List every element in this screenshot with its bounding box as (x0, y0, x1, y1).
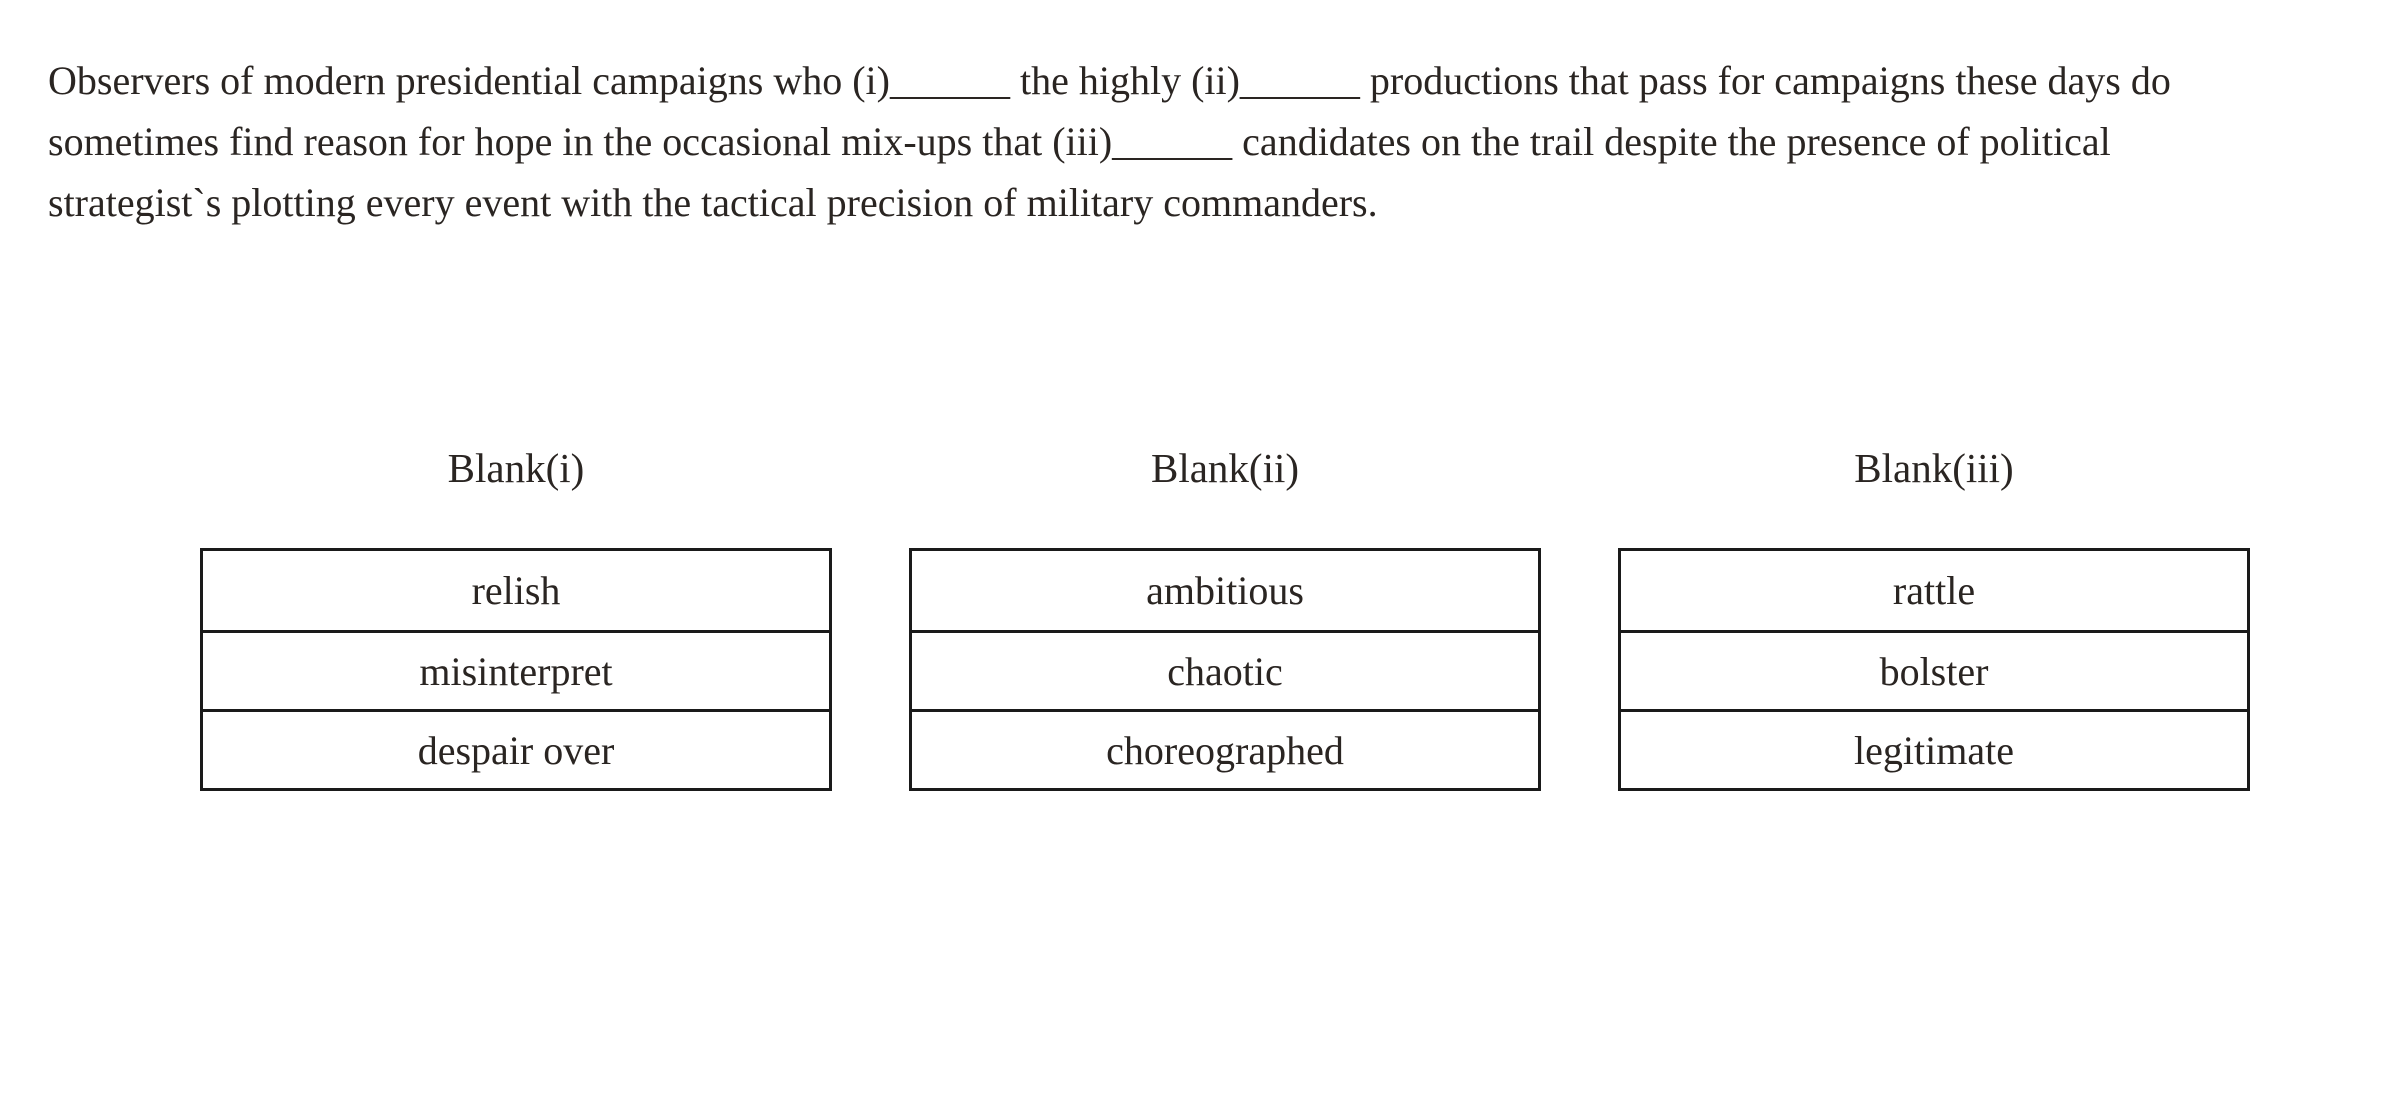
passage-line: Observers of modern presidential campaig… (48, 58, 2171, 103)
blank-column-ii: Blank(ii) ambitious chaotic choreographe… (909, 444, 1541, 791)
passage-line: strategist`s plotting every event with t… (48, 180, 1378, 225)
blank-iii-option-3[interactable]: legitimate (1621, 709, 2247, 788)
blank-i-option-2[interactable]: misinterpret (203, 630, 829, 709)
blank-ii-option-1[interactable]: ambitious (1146, 568, 1304, 613)
blank-ii-option-2[interactable]: chaotic (912, 630, 1538, 709)
blank-i-options-table: relish misinterpret despair over (200, 548, 832, 791)
answer-columns: Blank(i) relish misinterpret despair ove… (0, 444, 2404, 864)
passage-line: sometimes find reason for hope in the oc… (48, 119, 2111, 164)
blank-column-i: Blank(i) relish misinterpret despair ove… (200, 444, 832, 791)
blank-ii-option-3[interactable]: choreographed (912, 709, 1538, 788)
blank-iii-option-1[interactable]: rattle (1892, 568, 1976, 613)
blank-i-label: Blank(i) (447, 445, 585, 491)
blank-ii-label: Blank(ii) (1150, 445, 1300, 491)
blank-i-option-1[interactable]: relish (471, 568, 561, 613)
blank-iii-options-table: rattle bolster legitimate (1618, 548, 2250, 791)
blank-iii-option-2[interactable]: bolster (1621, 630, 2247, 709)
blank-column-iii: Blank(iii) rattle bolster legitimate (1618, 444, 2250, 791)
blank-i-option-3[interactable]: despair over (203, 709, 829, 788)
question-passage: Observers of modern presidential campaig… (48, 50, 2368, 233)
blank-ii-options-table: ambitious chaotic choreographed (909, 548, 1541, 791)
blank-iii-label: Blank(iii) (1854, 445, 2014, 491)
